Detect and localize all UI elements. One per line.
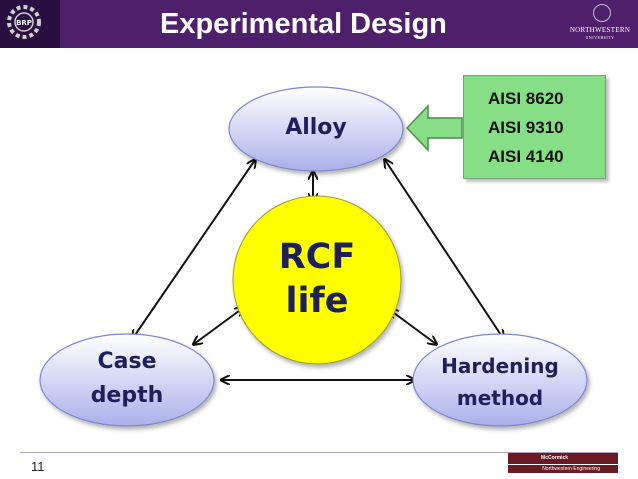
arrow-rcf-case [194, 308, 243, 344]
header-bar [0, 0, 638, 48]
alloy-item: AISI 9310 [488, 118, 564, 137]
university-seal-icon [593, 4, 611, 22]
arrow-rcf-hardening [390, 310, 436, 344]
footer-divider [20, 452, 618, 453]
hardening-label-line1: Hardening [441, 354, 559, 378]
page-number: 11 [31, 459, 45, 474]
gear-icon: BRP [7, 5, 41, 39]
alloy-node [228, 86, 404, 172]
rcf-life-label: RCF life [233, 235, 401, 323]
school-name: McCormick [508, 453, 618, 464]
case-label-line1: Case [97, 349, 157, 374]
case-depth-label: Case depth [40, 345, 214, 413]
school-sub: Northwestern Engineering [508, 464, 618, 473]
rcf-label-line2: life [285, 281, 349, 321]
alloy-label: Alloy [285, 115, 347, 140]
hardening-label-line2: method [456, 386, 544, 410]
mccormick-logo: McCormick Northwestern Engineering [508, 453, 618, 473]
hardening-method-label: Hardening method [413, 350, 587, 414]
alloy-item: AISI 4140 [488, 147, 564, 166]
brp-logo-text: BRP [16, 19, 32, 27]
rcf-life-node [232, 195, 402, 365]
alloy-item: AISI 8620 [488, 89, 564, 108]
arrow-alloy-hardening [385, 160, 503, 338]
arrow-alloy-case [133, 160, 255, 338]
case-label-line2: depth [90, 383, 164, 408]
rcf-label-line1: RCF [278, 237, 356, 277]
case-depth-node [39, 333, 215, 427]
university-sub: UNIVERSITY [585, 35, 615, 40]
slide-title: Experimental Design [160, 8, 447, 40]
alloy-list-box: AISI 8620 AISI 9310 AISI 4140 [463, 75, 606, 179]
northwestern-logo: NORTHWESTERN UNIVERSITY [562, 0, 638, 48]
hardening-method-node [412, 333, 588, 427]
brp-logo: BRP [0, 0, 60, 48]
university-name: NORTHWESTERN [569, 26, 631, 34]
arrow-left-icon [405, 104, 463, 152]
